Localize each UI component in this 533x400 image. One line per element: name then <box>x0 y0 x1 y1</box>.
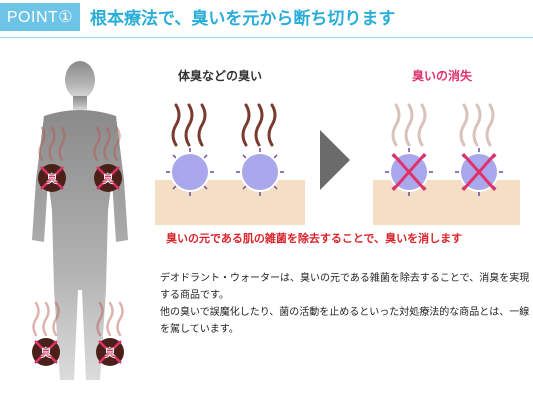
odor-badge-char: 臭 <box>40 345 52 360</box>
bacteria-diagram <box>155 103 520 225</box>
odor-badge-char: 臭 <box>46 171 58 186</box>
after-label: 臭いの消失 <box>412 69 473 83</box>
before-label: 体臭などの臭い <box>178 69 263 83</box>
odor-waves-after <box>391 103 495 147</box>
odor-badge-char: 臭 <box>102 171 114 186</box>
description-paragraph-2: 他の臭いで誤魔化したり、菌の活動を止めるといった対処療法的な商品とは、一線を駕し… <box>160 307 530 335</box>
odor-waves <box>32 126 124 337</box>
eliminated-bacteria <box>385 148 433 196</box>
point-badge: POINT① <box>0 3 80 31</box>
header: POINT① 根本療法で、臭いを元から断ち切ります <box>0 0 533 38</box>
diagram-caption: 臭いの元である肌の雑菌を除去することで、臭いを消します <box>166 232 463 245</box>
odor-waves-before <box>171 103 277 147</box>
arrow-icon <box>320 130 350 190</box>
page-title: 根本療法で、臭いを元から断ち切ります <box>90 9 396 29</box>
odor-badge-char: 臭 <box>104 345 116 360</box>
bacteria <box>166 148 214 196</box>
odor-badge: 臭 <box>38 164 66 192</box>
odor-badge: 臭 <box>32 338 60 366</box>
person-illustration: 臭 臭 臭 臭 <box>32 61 128 380</box>
description: デオドラント・ウォーターは、臭いの元である雑菌を除去することで、消臭を実現する商… <box>160 270 530 338</box>
odor-badge: 臭 <box>94 164 122 192</box>
bacteria <box>236 148 284 196</box>
description-paragraph-1: デオドラント・ウォーターは、臭いの元である雑菌を除去することで、消臭を実現する商… <box>160 273 530 301</box>
eliminated-bacteria <box>455 148 503 196</box>
person-silhouette <box>32 61 128 380</box>
odor-badge: 臭 <box>96 338 124 366</box>
header-divider <box>0 37 533 38</box>
odor-badge-group: 臭 臭 臭 臭 <box>32 126 124 366</box>
